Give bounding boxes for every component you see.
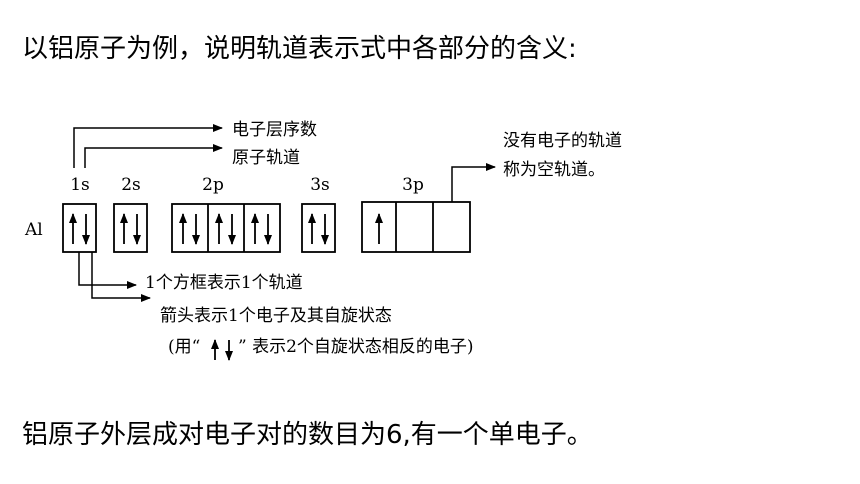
subshell-label-3p: 3p [402, 175, 424, 195]
element-symbol: Al [24, 220, 43, 240]
orbital-1s [62, 203, 97, 253]
label-atomic-orbital: 原子轨道 [232, 148, 300, 168]
empty-orbital-arrow [451, 163, 496, 202]
label-empty-orbital-2: 称为空轨道。 [503, 160, 605, 180]
conclusion-text: 铝原子外层成对电子对的数目为6,有一个单电子。 [22, 420, 593, 450]
orbital-3p [361, 201, 471, 253]
label-empty-orbital-1: 没有电子的轨道 [503, 131, 622, 151]
arrow-callout-arrow [91, 252, 151, 302]
subshell-label-2p: 2p [202, 175, 224, 195]
subshell-label-2s: 2s [121, 175, 141, 195]
subshell-label-3s: 3s [310, 175, 330, 195]
heading: 以铝原子为例，说明轨道表示式中各部分的含义: [22, 34, 577, 64]
box-callout-arrow [78, 252, 137, 289]
label-box-means-orbital: 1个方框表示1个轨道 [145, 273, 303, 293]
orbital-3s [301, 203, 336, 253]
label-opposite-spin-prefix: (用“ [168, 337, 200, 357]
orbital-2s [113, 203, 148, 253]
paired-spin-icon [211, 339, 233, 361]
label-arrow-means-electron: 箭头表示1个电子及其自旋状态 [160, 306, 392, 326]
orbital-2p [171, 203, 281, 253]
subshell-label-1s: 1s [70, 175, 90, 195]
energy-level-arrow [73, 124, 223, 168]
label-opposite-spin-suffix: ” 表示2个自旋状态相反的电子) [238, 337, 474, 357]
label-energy-level-order: 电子层序数 [232, 120, 317, 140]
orbital-arrow [84, 144, 223, 168]
